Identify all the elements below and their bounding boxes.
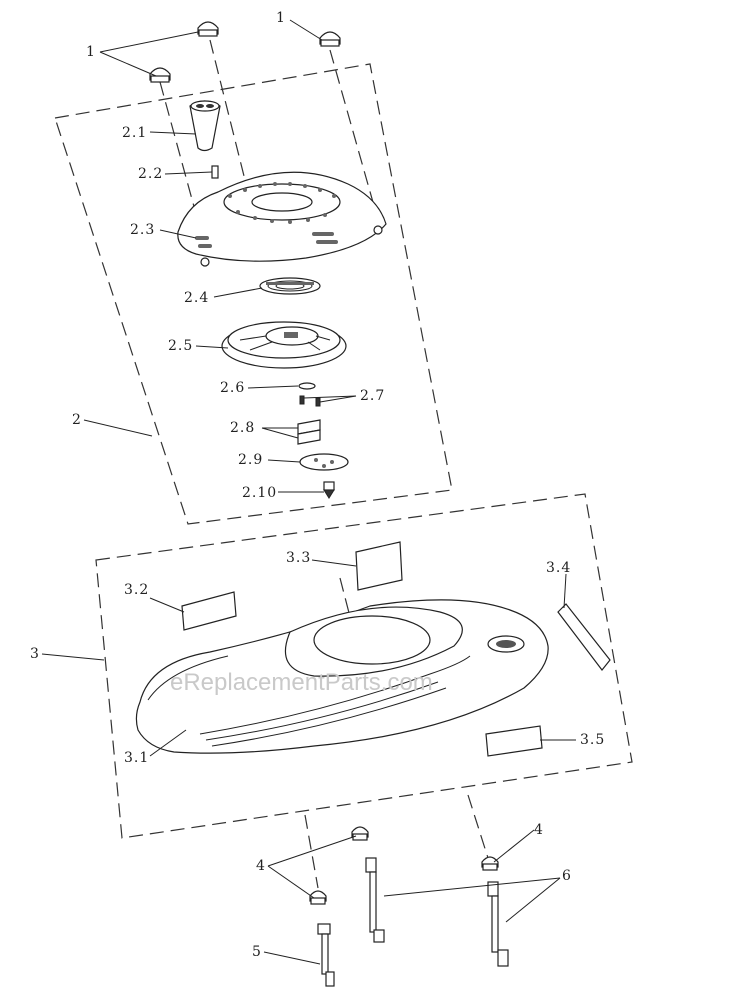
callout-4: 4 xyxy=(534,822,544,838)
axis-line xyxy=(329,49,379,221)
recoil-spring-icon xyxy=(259,277,321,295)
callout-2-1: 2.1 xyxy=(122,125,147,141)
callout-3-3: 3.3 xyxy=(286,550,311,566)
callout-2-4: 2.4 xyxy=(184,290,209,306)
nut-icon xyxy=(481,856,499,871)
ratchet-plate-icon xyxy=(299,453,349,471)
callout-2-6: 2.6 xyxy=(220,380,245,396)
watermark: eReplacementParts.com xyxy=(170,669,433,696)
decal-3-3-icon xyxy=(355,541,403,591)
blower-housing-icon xyxy=(135,599,549,754)
rope-pin-icon xyxy=(211,165,219,179)
washer-icon xyxy=(298,382,316,390)
pawl-icon xyxy=(297,419,321,445)
screw-icon xyxy=(323,481,335,499)
callout-3: 3 xyxy=(30,646,40,662)
decal-3-2-icon xyxy=(181,591,237,631)
decal-3-5-icon xyxy=(485,725,543,757)
axis-line xyxy=(467,794,489,859)
callout-1: 1 xyxy=(276,10,286,26)
callout-6: 6 xyxy=(562,868,572,884)
axis-line xyxy=(209,39,247,185)
callout-2-9: 2.9 xyxy=(238,452,263,468)
starter-cover-icon xyxy=(177,171,387,267)
callout-2-3: 2.3 xyxy=(130,222,155,238)
pulley-icon xyxy=(221,321,347,369)
callout-2-7: 2.7 xyxy=(360,388,385,404)
callout-3-1: 3.1 xyxy=(124,750,149,766)
callout-3-4: 3.4 xyxy=(546,560,571,576)
axis-line xyxy=(304,814,319,889)
nut-icon xyxy=(319,31,341,47)
nut-icon xyxy=(351,826,369,841)
callout-3-2: 3.2 xyxy=(124,582,149,598)
group-3-boundary xyxy=(95,493,633,839)
stud-icon xyxy=(487,881,509,967)
nut-icon xyxy=(149,67,171,83)
callout-2-5: 2.5 xyxy=(168,338,193,354)
callout-2-2: 2.2 xyxy=(138,166,163,182)
callout-2: 2 xyxy=(72,412,82,428)
nut-icon xyxy=(309,890,327,905)
axis-line xyxy=(159,81,197,215)
nut-icon xyxy=(197,21,219,37)
callout-4: 4 xyxy=(256,858,266,874)
callout-3-5: 3.5 xyxy=(580,732,605,748)
group-2-boundary xyxy=(54,63,453,525)
callout-1: 1 xyxy=(86,44,96,60)
leader-lines xyxy=(41,19,576,965)
callout-5: 5 xyxy=(252,944,262,960)
callout-2-8: 2.8 xyxy=(230,420,255,436)
decal-3-4-icon xyxy=(557,603,611,671)
stud-5-icon xyxy=(317,923,335,987)
callout-2-10: 2.10 xyxy=(242,485,277,501)
starter-handle-icon xyxy=(189,100,221,152)
stud-icon xyxy=(365,857,385,943)
